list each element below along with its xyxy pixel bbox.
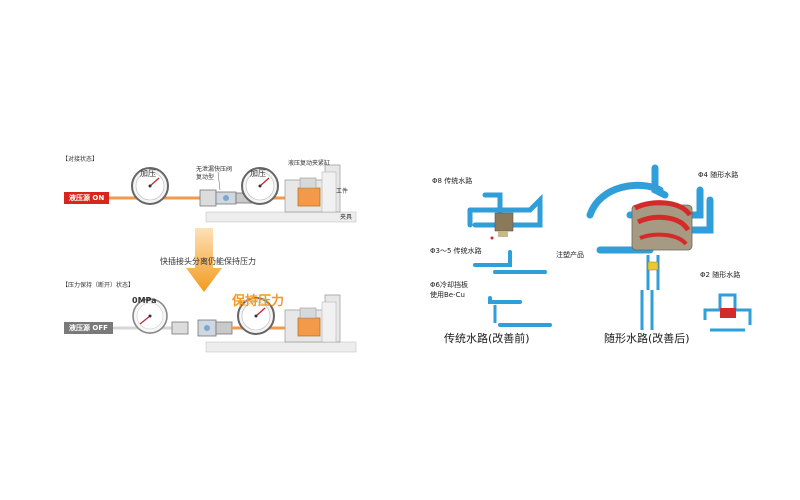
caption-traditional: 传统水路(改善前) (444, 332, 530, 345)
coupler-label-2: 复动型 (196, 174, 215, 181)
separated-coupler (171, 319, 233, 337)
clamp-machine (205, 164, 357, 223)
conformal-pipes-lower (640, 255, 660, 330)
source-on-tag: 液压源 ON (64, 192, 110, 204)
traditional-channels-graphic (467, 192, 552, 327)
label-phi6-1: Φ6冷却挡板 (430, 281, 468, 289)
keep-pressure-label: 保持压力 (232, 294, 285, 309)
empty-gauge (132, 298, 168, 334)
disconnected-state-graphic (105, 294, 357, 353)
transition-text: 快插接头分离仍能保持压力 (160, 257, 256, 266)
state-label-connected: 【对接状态】 (62, 156, 99, 163)
gauge2-label: 加压 (250, 169, 266, 178)
traditional-pipes (467, 192, 543, 228)
traditional-lower-pipes (473, 250, 552, 327)
state-label-disconnected: 【压力保持（断开）状态】 (62, 282, 135, 289)
connected-state-graphic (105, 164, 357, 223)
held-pressure-gauge (237, 297, 275, 335)
source-off-tag: 液压源 OFF (64, 322, 113, 334)
label-product: 注塑产品 (556, 251, 584, 259)
molded-product-traditional (494, 212, 514, 237)
pressure-gauge-2 (241, 167, 279, 205)
conformal-insert (631, 200, 693, 251)
gauge1-label: 加压 (140, 169, 156, 178)
label-phi2: Φ2 随形水路 (700, 271, 741, 279)
caption-conformal: 随形水路(改善后) (604, 332, 690, 345)
label-phi35: Φ3～5 传统水路 (430, 247, 482, 255)
conformal-mini-view (703, 293, 752, 332)
conformal-channels-graphic (586, 164, 752, 332)
coupler-label-1: 无泄漏快压阀 (196, 166, 233, 173)
work-label: 工件 (336, 188, 349, 195)
fixture-label: 夹具 (340, 214, 353, 221)
label-phi6-2: 使用Be-Cu (430, 291, 465, 299)
transition-arrow (186, 228, 222, 292)
machine-label: 液压复动夹紧缸 (288, 160, 331, 167)
pressure-gauge-1 (131, 167, 169, 205)
zero-mpa-label: 0MPa (132, 296, 157, 305)
label-phi4: Φ4 随形水路 (698, 171, 739, 179)
label-phi8: Φ8 传统水路 (432, 177, 473, 185)
clamp-machine-held (205, 294, 357, 353)
